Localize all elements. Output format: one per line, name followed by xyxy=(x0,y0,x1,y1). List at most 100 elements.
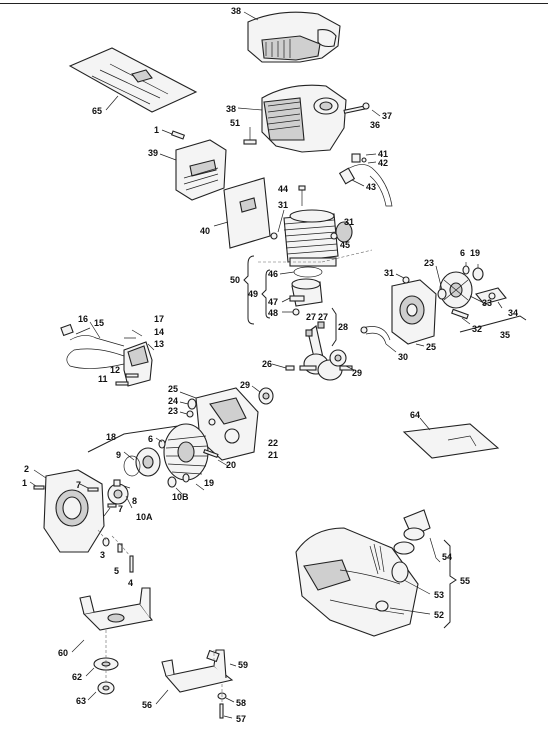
spark-plug-wire xyxy=(66,335,125,369)
label-54: 54 xyxy=(442,552,452,562)
key-26 xyxy=(285,365,295,371)
label-37: 37 xyxy=(382,111,392,121)
lead-38b xyxy=(237,107,263,111)
label-12: 12 xyxy=(110,365,120,375)
cap-gasket xyxy=(393,541,415,555)
needle-bearing-27b xyxy=(317,321,325,329)
label-59: 59 xyxy=(238,660,248,670)
flywheel xyxy=(163,423,209,481)
label-6a: 6 xyxy=(460,248,465,258)
screw-4 xyxy=(129,555,134,573)
label-11: 11 xyxy=(98,374,108,384)
nut-63 xyxy=(97,681,115,695)
grommet-52 xyxy=(375,600,389,612)
label-48: 48 xyxy=(268,308,278,318)
label-16: 16 xyxy=(78,314,88,324)
label-56: 56 xyxy=(142,700,152,710)
clutch-spring-34 xyxy=(475,287,507,305)
label-5: 5 xyxy=(114,566,119,576)
label-20: 20 xyxy=(226,460,236,470)
label-1a: 1 xyxy=(154,125,159,135)
label-43: 43 xyxy=(366,182,376,192)
label-58: 58 xyxy=(236,698,246,708)
label-6b: 6 xyxy=(148,434,153,444)
label-24: 24 xyxy=(168,396,178,406)
label-64: 64 xyxy=(410,410,420,420)
label-1b: 1 xyxy=(22,478,27,488)
label-10A: 10A xyxy=(136,512,153,522)
washer-59 xyxy=(206,649,220,663)
spacer-3 xyxy=(102,537,110,547)
spark-plug-cap xyxy=(60,323,74,337)
label-27b: 27 xyxy=(318,312,328,322)
cylinder xyxy=(283,209,353,267)
screw-36 xyxy=(343,102,370,114)
top-cover-upper xyxy=(247,11,341,63)
coil-screws xyxy=(115,373,139,386)
label-25b: 25 xyxy=(168,384,178,394)
nut-19 xyxy=(472,267,484,281)
crankcase-right xyxy=(391,279,437,345)
label-44: 44 xyxy=(278,184,288,194)
label-18: 18 xyxy=(106,432,116,442)
heat-shield xyxy=(223,177,271,249)
label-2: 2 xyxy=(24,464,29,474)
label-46: 46 xyxy=(268,269,278,279)
label-23b: 23 xyxy=(168,406,178,416)
nut-19-left xyxy=(182,473,190,483)
wrench-tool xyxy=(402,423,500,459)
washer-31c xyxy=(402,276,410,284)
label-36: 36 xyxy=(370,120,380,130)
part-labels: 38 38 65 1 51 37 36 39 41 42 43 44 40 31… xyxy=(22,6,518,724)
label-13: 13 xyxy=(154,339,164,349)
washer-23 xyxy=(437,288,447,300)
bracket-60 xyxy=(79,587,153,631)
brace-35 xyxy=(459,315,527,333)
label-57: 57 xyxy=(236,714,246,724)
label-62: 62 xyxy=(72,672,82,682)
screw-57 xyxy=(219,703,224,719)
fuel-line xyxy=(338,153,393,207)
washer-6b xyxy=(158,439,166,449)
label-63: 63 xyxy=(76,696,86,706)
starter-housing xyxy=(43,469,105,553)
label-65: 65 xyxy=(92,106,102,116)
label-51: 51 xyxy=(230,118,240,128)
lead-38a xyxy=(243,11,259,21)
label-53: 53 xyxy=(434,590,444,600)
screw-1-top xyxy=(170,130,186,140)
muffler xyxy=(175,139,227,201)
label-29b: 29 xyxy=(352,368,362,378)
label-32: 32 xyxy=(472,324,482,334)
screw-7b xyxy=(107,503,117,508)
screw-7a xyxy=(87,487,99,492)
label-8: 8 xyxy=(132,496,137,506)
label-7b: 7 xyxy=(118,504,123,514)
label-35: 35 xyxy=(500,330,510,340)
crankcase-left xyxy=(195,387,259,461)
piston-ring xyxy=(293,266,323,278)
screw-51 xyxy=(243,127,257,145)
manual-booklet xyxy=(68,47,198,113)
label-22: 22 xyxy=(268,438,278,448)
washer-31a xyxy=(270,232,278,240)
washer-62 xyxy=(93,657,119,671)
fuel-filter-53 xyxy=(369,543,409,583)
label-26: 26 xyxy=(262,359,272,369)
label-42: 42 xyxy=(378,158,388,168)
pulley-10A xyxy=(107,483,129,505)
bolt-20 xyxy=(203,448,219,458)
label-34: 34 xyxy=(508,308,518,318)
label-3: 3 xyxy=(100,550,105,560)
label-30: 30 xyxy=(398,352,408,362)
label-47: 47 xyxy=(268,297,278,307)
starter-pawl xyxy=(135,447,161,477)
label-50: 50 xyxy=(230,275,240,285)
label-10B: 10B xyxy=(172,492,189,502)
piston xyxy=(291,278,323,307)
circlip xyxy=(360,326,391,345)
label-38a: 38 xyxy=(231,6,241,16)
gasket-24 xyxy=(187,398,197,410)
brace-55 xyxy=(443,539,457,629)
